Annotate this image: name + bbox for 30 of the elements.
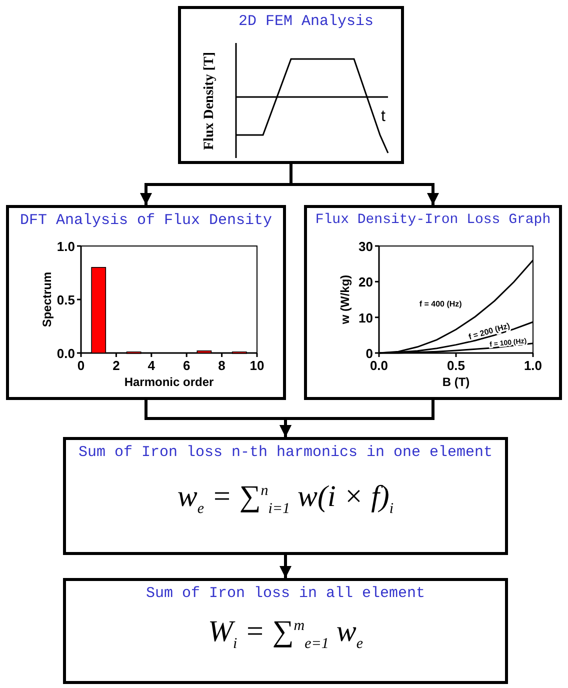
tick-label: 0.0	[56, 346, 75, 361]
tick-label: 0.5	[446, 358, 466, 373]
axis-title: Harmonic order	[124, 375, 214, 389]
tick-label: 10	[250, 358, 264, 373]
axis-label: t	[381, 108, 386, 125]
formula: w$_{e}$ = ∑$^{n}$$_{i=1}$ w(i × f)$_{i}$	[177, 480, 394, 518]
axis-title: Spectrum	[40, 272, 54, 328]
tick-label: 0	[366, 346, 373, 361]
tick-label: 6	[182, 358, 190, 373]
tick-label: 1.0	[524, 358, 542, 373]
box-heading: Flux Density-Iron Loss Graph	[315, 212, 551, 228]
axis-title: w (W/kg)	[338, 274, 352, 324]
tick-label: 4	[148, 358, 156, 373]
formula: W$_{i}$ = ∑$^{m}$$_{e=1}$ w$_{e}$	[208, 615, 364, 653]
tick-label: 8	[218, 358, 226, 373]
tick-label: 10	[358, 310, 373, 326]
axis-title: B (T)	[442, 375, 470, 389]
series-label: f = 400 (Hz)	[419, 300, 462, 309]
box-heading: Sum of Iron loss n-th harmonics in one element	[78, 444, 493, 461]
tick-label: 1.0	[56, 239, 75, 254]
box-heading: DFT Analysis of Flux Density	[20, 212, 272, 229]
tick-label: 2	[112, 358, 120, 373]
tick-label: 0.0	[370, 358, 388, 373]
box-heading: Sum of Iron loss in all element	[146, 585, 426, 602]
tick-label: 0.5	[56, 292, 75, 308]
axis-title: Flux Density [T]	[202, 52, 217, 150]
tick-label: 30	[358, 239, 373, 254]
tick-label: 20	[358, 274, 373, 290]
tick-label: 0	[77, 358, 85, 373]
box-heading: 2D FEM Analysis	[238, 13, 374, 30]
